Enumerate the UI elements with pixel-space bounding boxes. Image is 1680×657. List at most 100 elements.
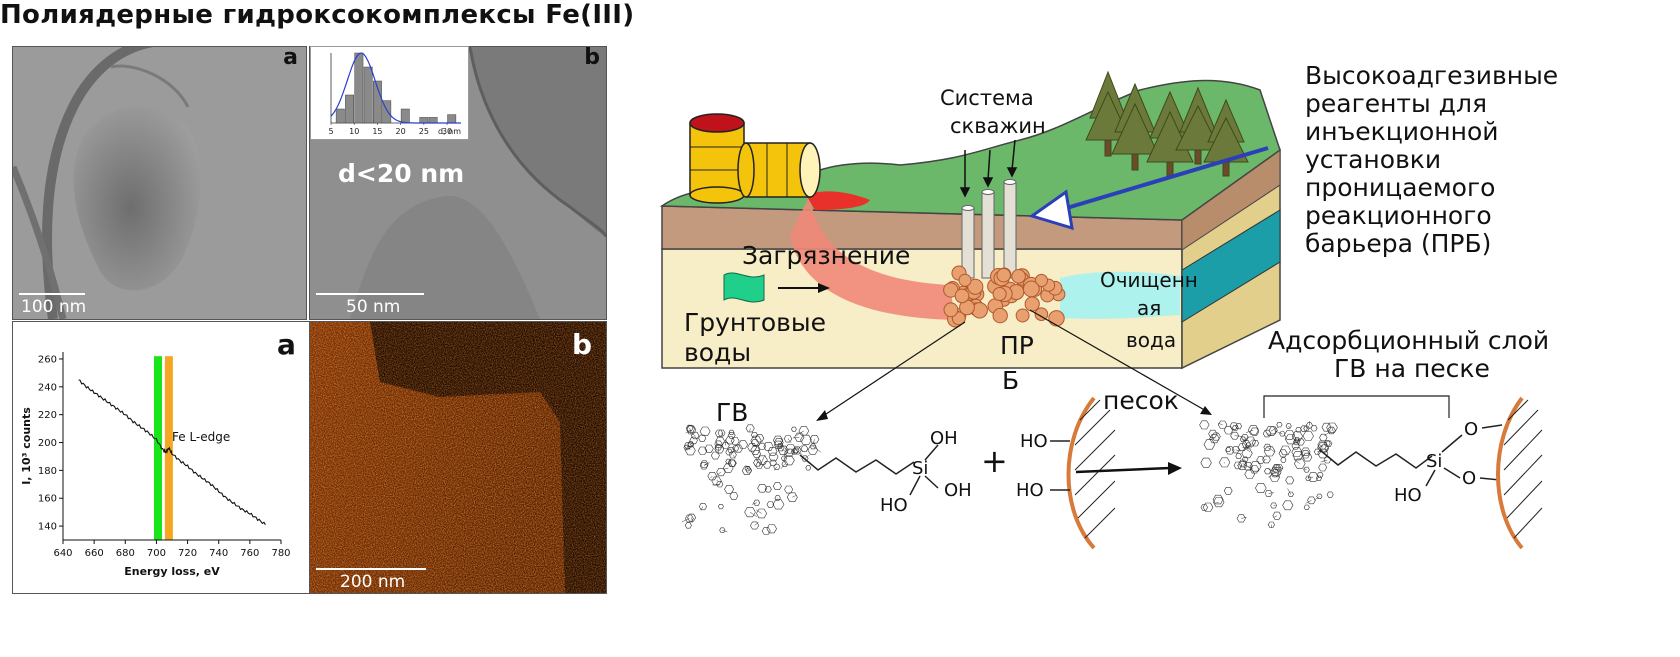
molecule-bond [773,466,778,471]
molecule-ring [1209,434,1220,444]
molecule-ring [719,527,726,533]
molecule-ring [1265,426,1277,437]
histogram-tick-label: 20 [396,127,406,136]
molecule-ring [752,449,761,458]
molecule-bond [690,432,696,436]
molecule-ring [761,527,771,535]
molecule-bond [1242,446,1251,452]
molecule-ring [792,446,802,455]
molecule-ring [1282,500,1294,511]
molecule-ring [1302,452,1313,462]
molecule-bond [1274,473,1282,478]
histogram-bar [447,114,457,124]
molecule-ring [698,434,707,442]
molecule-ring [1264,468,1271,475]
molecule-bond [1287,488,1292,495]
molecule-ring [1325,440,1333,447]
molecule-bond [1270,426,1280,432]
molecule-bond [780,447,788,454]
molecule-ring [1279,431,1286,437]
histogram-bar [354,52,364,124]
molecule-ring [1318,463,1328,472]
molecule-ring [1249,427,1260,436]
molecule-ring [1285,476,1295,485]
molecule-ring [1225,446,1232,452]
molecule-ring [780,455,788,462]
ho-sand-top: HO [1020,431,1048,452]
molecule-bond [732,454,736,459]
eels-x-tick-label: 680 [116,548,135,559]
molecule-ring [1315,475,1322,481]
histogram-bar [428,117,438,124]
molecule-ring [711,476,722,486]
prb-barrier [943,265,1066,328]
reagents-line: проницаемого [1305,173,1496,202]
molecule-bond [1320,459,1328,463]
molecule-ring [1212,494,1224,505]
molecule-bond [1324,430,1332,437]
molecule-ring [723,463,734,473]
silane-chain-left [799,444,939,496]
molecule-ring [1269,472,1280,482]
prb-grain [967,278,984,295]
molecule-ring [1264,490,1273,497]
molecule-bond [785,448,791,452]
molecule-ring [1285,423,1292,429]
clean-water-label-line1: Очищенн [1100,268,1198,292]
reagents-line: Высокоадгезивные [1305,61,1559,90]
molecule-ring [716,481,724,488]
histogram-tick-label: 5 [328,127,333,136]
molecule-bond [687,445,691,451]
molecule-ring [1267,521,1275,528]
wells-arrows [959,139,1018,198]
sand-hatch-right [1503,399,1543,539]
adsorb-label-line1: Адсорбционный слой [1268,326,1550,355]
molecule-ring [683,444,690,451]
sand-grain-left [1066,396,1096,550]
molecule-ring [786,492,798,503]
molecule-ring [807,445,819,455]
barrel-upright [689,113,745,204]
injection-arrow [1059,146,1269,212]
molecule-bond [745,464,750,471]
eels-a-label: a [277,328,296,361]
molecule-ring [757,455,768,465]
molecule-ring [725,458,732,465]
molecule-ring [1321,422,1332,432]
molecule-ring [1303,504,1310,510]
molecule-ring [773,440,784,449]
molecule-ring [727,431,736,439]
molecule-ring [768,452,779,462]
molecule-ring [763,461,772,469]
molecule-ring [1305,422,1313,429]
ho-sand-bottom: HO [1016,480,1044,501]
prb-label-line2: Б [1002,366,1020,395]
molecule-ring [1323,440,1331,447]
molecule-bond [749,511,757,517]
molecule-ring [777,445,789,456]
adsorb-bracket [1263,395,1450,418]
molecule-ring [1305,475,1312,482]
molecule-ring [685,424,694,432]
molecule-ring [1230,431,1240,440]
molecule-ring [1231,446,1240,454]
molecule-bond [721,432,724,436]
molecule-ring [728,429,735,436]
molecule-bond [755,457,758,463]
molecule-ring [1307,496,1316,505]
molecule-bond [762,454,766,461]
molecule-bond [681,518,690,523]
molecule-bond [716,471,722,476]
prb-grain [992,286,1007,302]
molecule-ring [751,439,760,447]
molecule-bond [792,495,797,498]
molecule-bond [1331,427,1334,432]
molecule-ring [809,434,820,444]
molecule-ring [1300,447,1311,456]
molecule-ring [1262,429,1272,438]
molecule-ring [700,460,709,468]
